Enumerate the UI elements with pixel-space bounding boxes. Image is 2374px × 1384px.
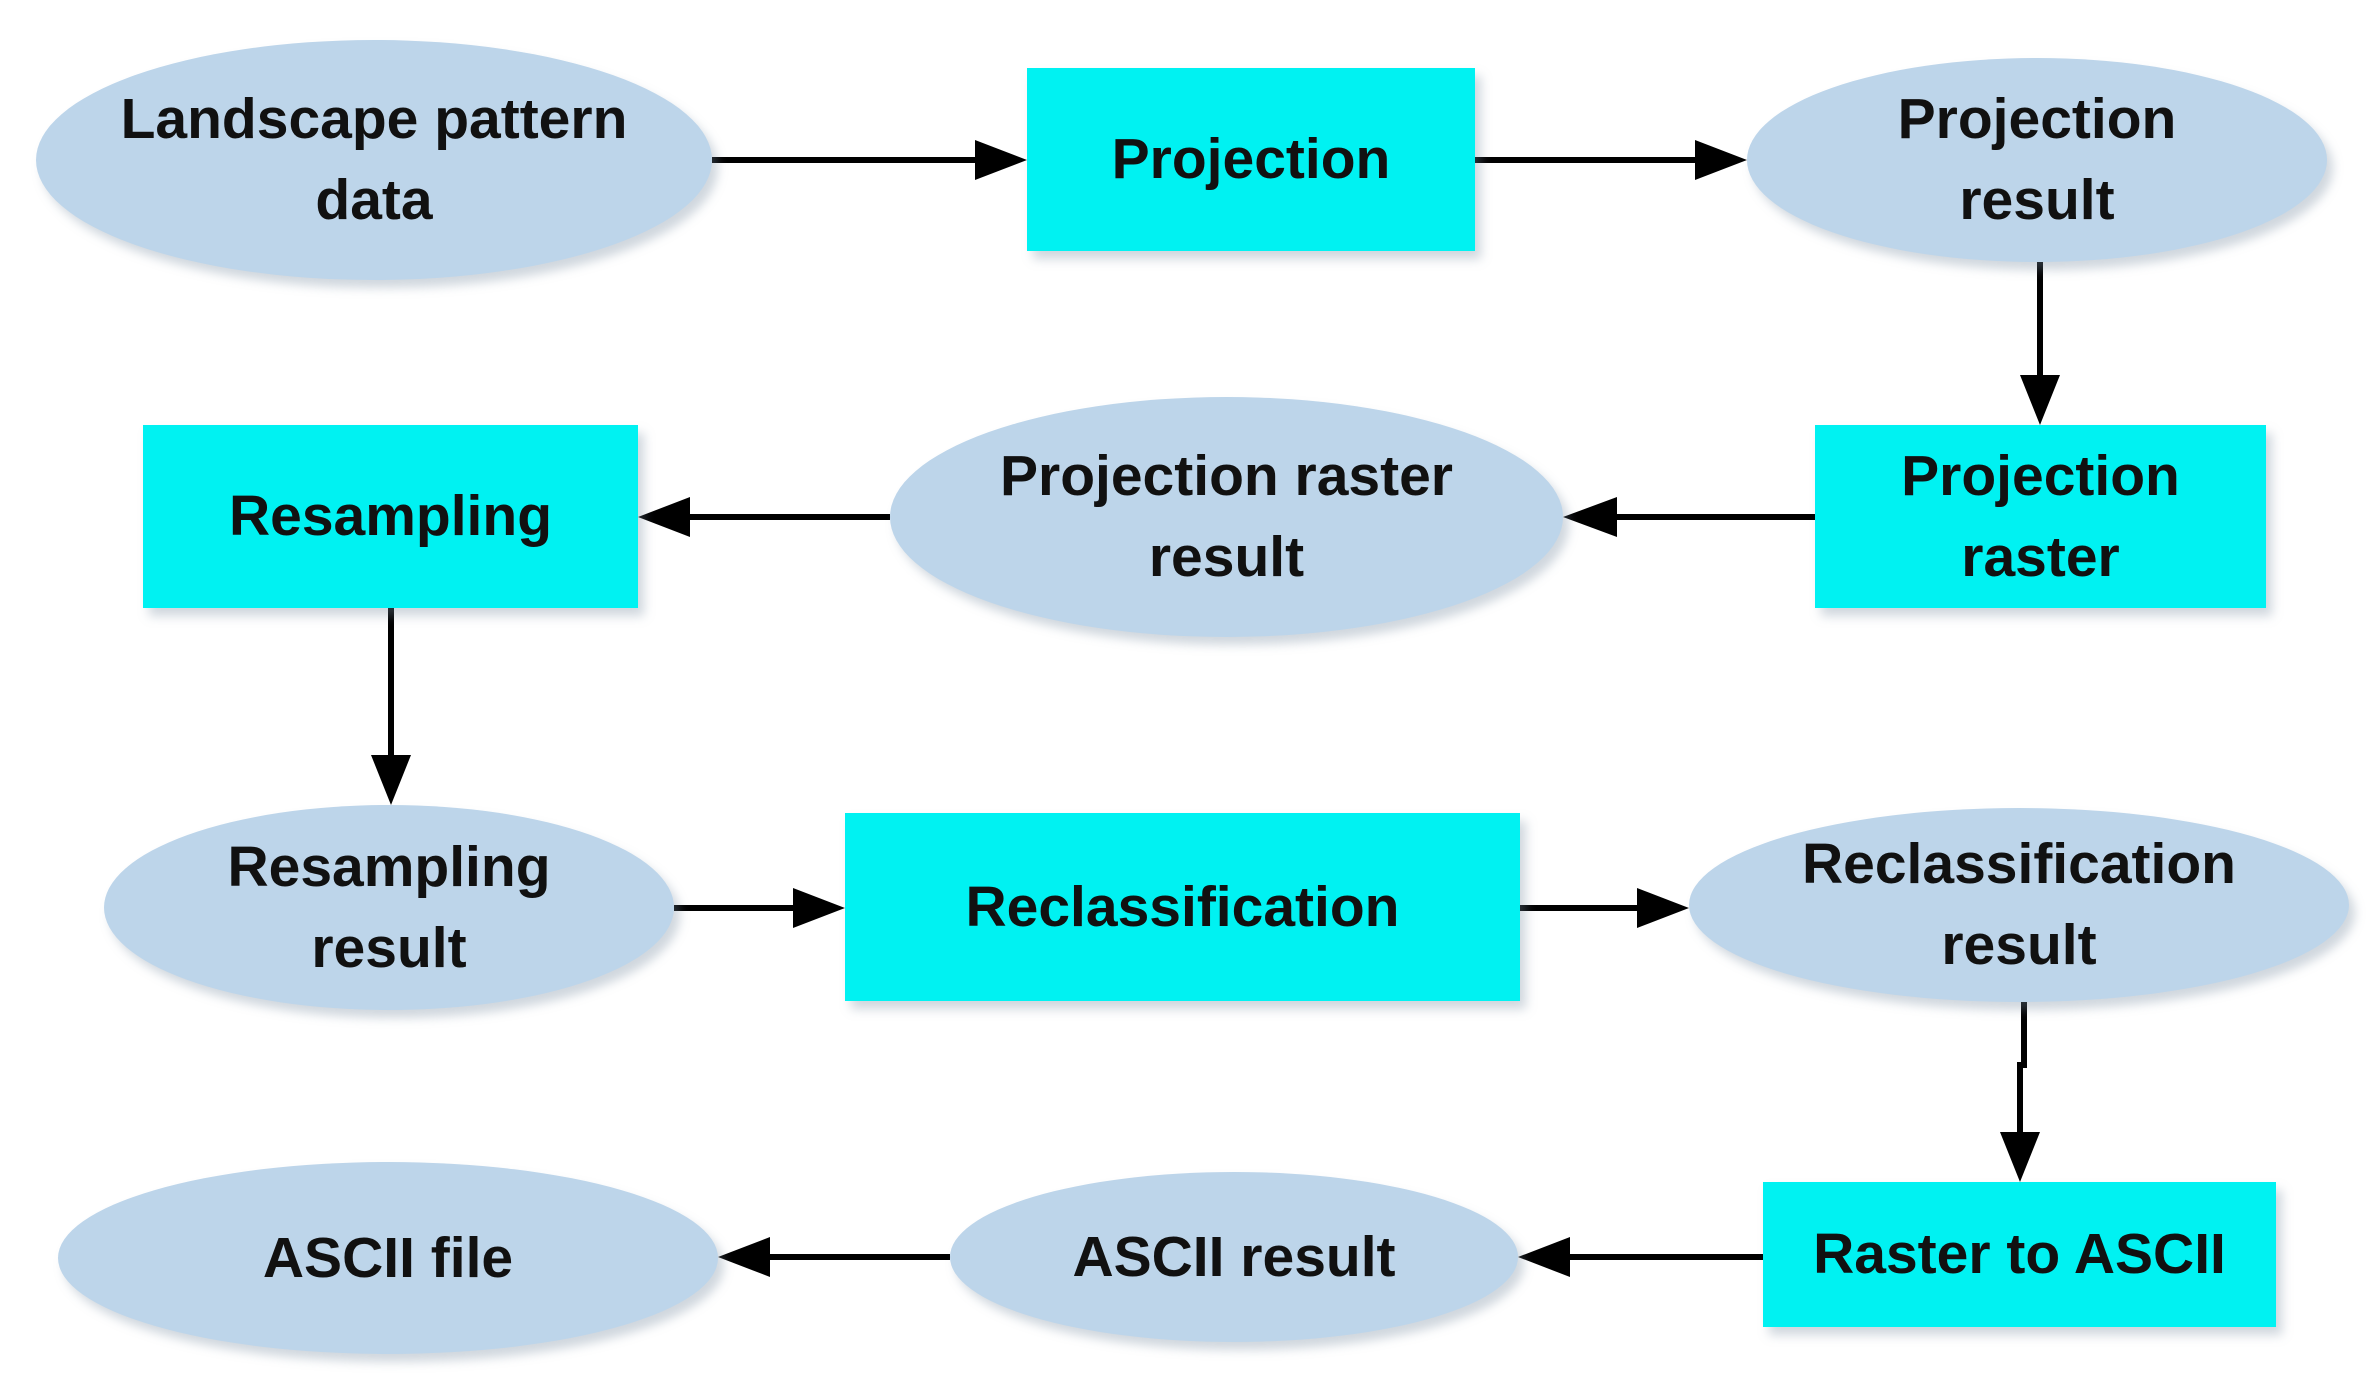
arrow-reclass-result-to-raster-to-ascii bbox=[2000, 1000, 2040, 1182]
node-projection: Projection bbox=[1027, 68, 1475, 251]
node-projection-result: Projection result bbox=[1747, 58, 2327, 262]
arrow-raster-to-raster-result bbox=[1563, 497, 1815, 537]
arrow-resampling-to-result bbox=[371, 608, 411, 805]
arrow-reclassification-to-result bbox=[1520, 888, 1689, 928]
arrow-resampling-result-to-reclassification bbox=[674, 888, 845, 928]
node-ascii-result: ASCII result bbox=[950, 1172, 1518, 1342]
arrow-landscape-to-projection bbox=[712, 140, 1027, 180]
node-reclassification: Reclassification bbox=[845, 813, 1520, 1001]
node-ascii-file: ASCII file bbox=[58, 1162, 718, 1354]
arrow-raster-result-to-resampling bbox=[638, 497, 890, 537]
arrow-raster-to-ascii-to-ascii-result bbox=[1518, 1237, 1763, 1277]
node-resampling: Resampling bbox=[143, 425, 638, 608]
node-reclassification-result: Reclassification result bbox=[1689, 808, 2349, 1002]
node-projection-raster-result: Projection raster result bbox=[890, 397, 1563, 637]
arrow-projection-to-result bbox=[1475, 140, 1747, 180]
arrow-ascii-result-to-ascii-file bbox=[718, 1237, 950, 1277]
node-landscape-pattern-data: Landscape pattern data bbox=[36, 40, 712, 280]
arrow-result-to-raster bbox=[2020, 262, 2060, 425]
node-projection-raster: Projection raster bbox=[1815, 425, 2266, 608]
node-raster-to-ascii: Raster to ASCII bbox=[1763, 1182, 2276, 1327]
node-resampling-result: Resampling result bbox=[104, 805, 674, 1010]
